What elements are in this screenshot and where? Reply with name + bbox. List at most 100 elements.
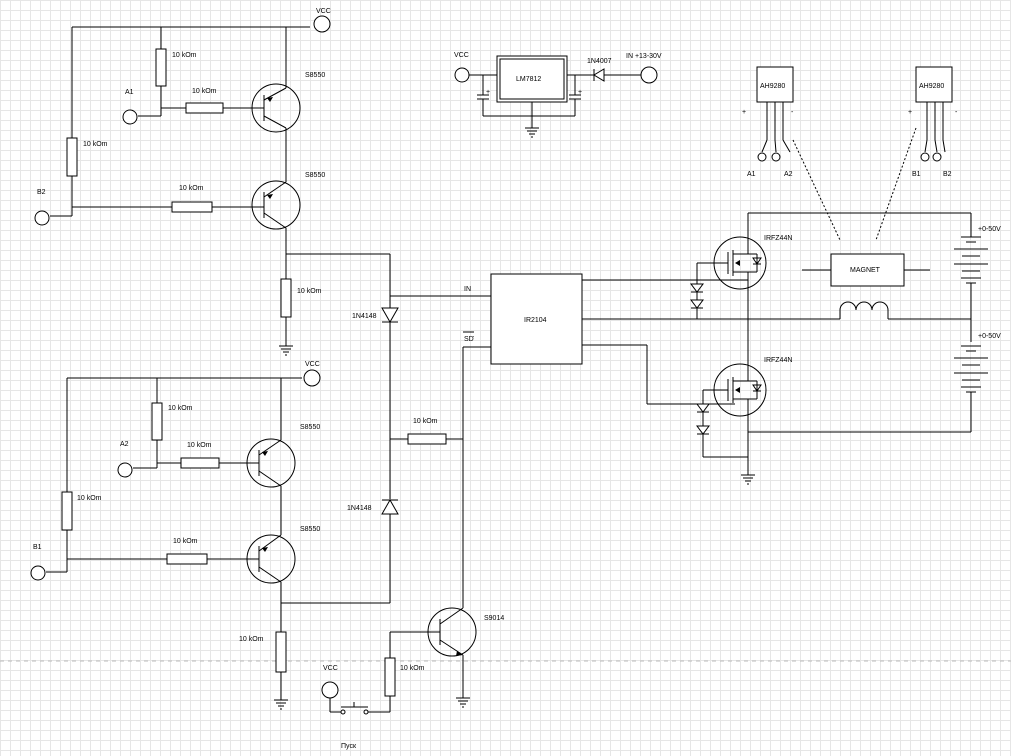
resistor-b2-base	[171, 201, 213, 213]
hall-right-pin-b2[interactable]	[932, 152, 942, 162]
start-button-label: Пуск	[341, 743, 357, 750]
resistor-a1-pullup-label: 10 kOm	[172, 52, 197, 59]
vcc-label-button: VCC	[323, 665, 338, 672]
hall-left-a1-label: A1	[747, 171, 756, 178]
hall-right-sense-line	[875, 127, 917, 241]
resistor-sd-label: 10 kOm	[413, 418, 438, 425]
power-stage: IRFZ44N IRFZ44N	[690, 213, 792, 485]
resistor-b2-pullup-label: 10 kOm	[83, 141, 108, 148]
vcc-terminal-button[interactable]	[321, 681, 339, 699]
load-section: MAGNET +0-50V +0-50V	[748, 212, 1001, 433]
gate-diode-bottom-1	[696, 403, 710, 413]
hall-right-plus: +	[908, 109, 912, 116]
cap-in-plus: +	[486, 89, 490, 96]
vcc-label-regulator: VCC	[454, 52, 469, 59]
input-label: IN +13-30V	[626, 53, 662, 60]
ah9280-right-chip	[915, 66, 953, 103]
hall-sensor-left: AH9280 + - A1 A2	[742, 66, 794, 178]
b2-label: B2	[37, 189, 46, 196]
ir2104-chip	[490, 273, 583, 365]
hall-left-pin-a2[interactable]	[771, 152, 781, 162]
a1-label: A1	[125, 89, 134, 96]
resistor-sd	[407, 433, 447, 445]
battery-top	[954, 236, 988, 284]
pin-in-label: IN	[464, 286, 471, 293]
diode-bottom-label: 1N4148	[347, 505, 372, 512]
s9014-label: S9014	[484, 615, 504, 622]
magnet-coil	[839, 301, 889, 319]
top-transistor-pair: VCC 10 kOm B2 10 kOm 10 kOm A1 10 kOm	[34, 8, 390, 356]
diode-1n4007	[593, 68, 605, 82]
resistor-bottom-pulldown	[275, 631, 287, 673]
transistor-s8550-q4	[246, 534, 296, 584]
resistor-a2-base	[180, 457, 220, 469]
start-circuit: S9014 10 kOm VCC Пуск	[321, 346, 504, 750]
pin-sd-label: SD	[464, 336, 474, 343]
b1-label: B1	[33, 544, 42, 551]
hall-left-a2-label: A2	[784, 171, 793, 178]
cap-out-plus: +	[578, 89, 582, 96]
supply-top-label: +0-50V	[978, 226, 1001, 233]
ah9280-left-chip	[756, 66, 794, 103]
b2-terminal[interactable]	[34, 210, 50, 226]
lm7812-regulator: VCC LM7812 1N4007 IN +13-30V + +	[454, 52, 662, 138]
diode-1n4007-label: 1N4007	[587, 58, 612, 65]
vcc-terminal-regulator[interactable]	[454, 67, 470, 83]
ground-symbol-regulator	[525, 127, 539, 138]
hall-left-plus: +	[742, 109, 746, 116]
lm7812-label: LM7812	[516, 76, 541, 83]
hall-right-b2-label: B2	[943, 171, 952, 178]
diode-top-label: 1N4148	[352, 313, 377, 320]
diode-1n4148-top	[381, 307, 399, 324]
resistor-s9014-base-label: 10 kOm	[400, 665, 425, 672]
hall-left-pin-a1[interactable]	[757, 152, 767, 162]
start-button[interactable]	[340, 702, 369, 715]
ground-symbol-top	[279, 345, 293, 356]
q3-label: S8550	[300, 424, 320, 431]
ground-symbol-power	[741, 474, 755, 485]
b1-terminal[interactable]	[30, 565, 46, 581]
hall-left-sense-line	[792, 139, 841, 241]
bottom-transistor-pair: VCC 10 kOm B1 10 kOm 10 kOm A2 10 kOm S8…	[30, 361, 390, 710]
ir2104-label: IR2104	[524, 317, 547, 324]
q1-label: S8550	[305, 72, 325, 79]
vcc-label-bottom: VCC	[305, 361, 320, 368]
ir2104-driver: IR2104 IN SD	[463, 273, 748, 405]
a1-terminal[interactable]	[122, 109, 138, 125]
q4-label: S8550	[300, 526, 320, 533]
transistor-s8550-q3	[246, 438, 296, 488]
ah9280-right-label: AH9280	[919, 83, 944, 90]
transistor-s8550-q2	[251, 180, 301, 230]
gate-diode-top-2	[690, 299, 704, 309]
ground-symbol-s9014	[456, 697, 470, 708]
a2-label: A2	[120, 441, 129, 448]
mosfet-high-label: IRFZ44N	[764, 235, 792, 242]
hall-right-minus: -	[955, 109, 958, 116]
a2-terminal[interactable]	[117, 462, 133, 478]
gate-diode-bottom-2	[696, 425, 710, 435]
hall-left-minus: -	[791, 109, 794, 116]
hall-sensor-right: AH9280 + - B1 B2	[908, 66, 958, 178]
vcc-terminal-bottom[interactable]	[303, 369, 321, 387]
diode-1n4148-bottom	[381, 498, 399, 515]
vcc-label-top: VCC	[316, 8, 331, 15]
resistor-b2-pullup	[66, 137, 78, 177]
ah9280-left-label: AH9280	[760, 83, 785, 90]
diode-network: 1N4148 10 kOm 1N4148	[347, 254, 484, 603]
gate-diode-top-1	[690, 283, 704, 293]
resistor-s9014-base	[384, 657, 396, 697]
resistor-b1-pullup	[61, 491, 73, 531]
resistor-b1-base	[166, 553, 208, 565]
resistor-a2-pullup-label: 10 kOm	[168, 405, 193, 412]
resistor-top-pulldown	[280, 278, 292, 318]
resistor-bottom-pulldown-label: 10 kOm	[239, 636, 264, 643]
resistor-a2-pullup	[151, 402, 163, 441]
q2-label: S8550	[305, 172, 325, 179]
supply-bottom-label: +0-50V	[978, 333, 1001, 340]
transistor-s8550-q1	[251, 83, 301, 133]
input-terminal[interactable]	[640, 66, 658, 84]
vcc-terminal-top[interactable]	[313, 15, 331, 33]
hall-right-b1-label: B1	[912, 171, 921, 178]
hall-right-pin-b1[interactable]	[920, 152, 930, 162]
